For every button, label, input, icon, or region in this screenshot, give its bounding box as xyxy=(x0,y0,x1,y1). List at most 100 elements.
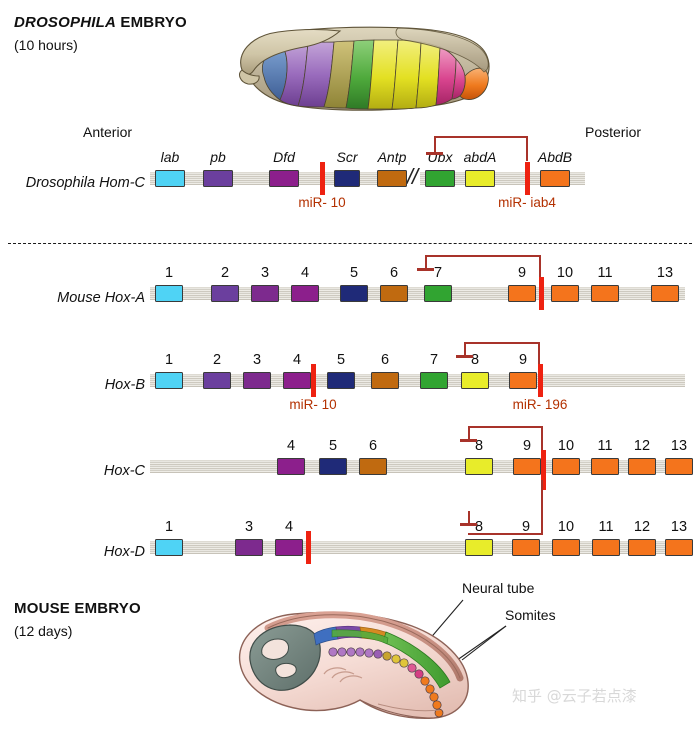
gene-box-hoxb4[interactable] xyxy=(283,372,311,389)
gene-box-hoxc11[interactable] xyxy=(591,458,619,475)
gene-box-hoxd9[interactable] xyxy=(512,539,540,556)
gene-label-hoxb7: 7 xyxy=(429,352,439,368)
gene-box-hoxc10[interactable] xyxy=(552,458,580,475)
gene-label-hoxb3: 3 xyxy=(252,352,262,368)
gene-box-hoxb8[interactable] xyxy=(461,372,489,389)
mirna-bar-hox-d xyxy=(306,531,311,564)
gene-box-hoxa11[interactable] xyxy=(591,285,619,302)
gene-box-hoxc9[interactable] xyxy=(513,458,541,475)
posterior-label: Posterior xyxy=(585,124,642,140)
gene-label-hoxa9: 9 xyxy=(517,265,527,281)
gene-label-hoxa4: 4 xyxy=(300,265,310,281)
gene-label-hoxc12: 12 xyxy=(633,438,651,454)
mirna-bar-hox-a xyxy=(539,277,544,310)
gene-label-abdb: AbdB xyxy=(537,149,573,165)
gene-box-hoxd11[interactable] xyxy=(592,539,620,556)
callout-label-neural-tube: Neural tube xyxy=(462,580,535,596)
mirna-bar-mir-iab4 xyxy=(525,162,530,195)
gene-box-hoxa3[interactable] xyxy=(251,285,279,302)
gene-label-hoxa3: 3 xyxy=(260,265,270,281)
cluster-label-mouse-hox-a: Mouse Hox-A xyxy=(57,290,145,306)
gene-box-lab[interactable] xyxy=(155,170,185,187)
gene-label-hoxa10: 10 xyxy=(556,265,574,281)
cluster-row-hox-b: Hox-B 1 2 3 4 5 6 7 8 9 miR- 10 miR- 196 xyxy=(0,342,700,412)
gene-box-hoxa2[interactable] xyxy=(211,285,239,302)
gene-box-hoxa4[interactable] xyxy=(291,285,319,302)
gene-label-lab: lab xyxy=(160,149,180,165)
gene-label-hoxd11: 11 xyxy=(598,519,614,535)
gene-label-hoxb9: 9 xyxy=(518,352,528,368)
cluster-label-hox-c: Hox-C xyxy=(103,463,145,479)
cluster-row-mouse-hox-a: Mouse Hox-A 1 2 3 4 5 6 7 9 10 11 13 xyxy=(0,255,700,325)
gene-label-dfd: Dfd xyxy=(273,149,295,165)
gene-box-hoxd4[interactable] xyxy=(275,539,303,556)
gene-box-hoxc12[interactable] xyxy=(628,458,656,475)
gene-box-hoxc13[interactable] xyxy=(665,458,693,475)
gene-label-hoxd8: 8 xyxy=(474,519,484,535)
gene-box-hoxb5[interactable] xyxy=(327,372,355,389)
gene-box-hoxd10[interactable] xyxy=(552,539,580,556)
gene-box-hoxb7[interactable] xyxy=(420,372,448,389)
gene-box-hoxb6[interactable] xyxy=(371,372,399,389)
gene-box-ubx[interactable] xyxy=(425,170,455,187)
gene-box-hoxb1[interactable] xyxy=(155,372,183,389)
cluster-row-hox-c: Hox-C 4 5 6 8 9 10 11 12 13 xyxy=(0,426,700,498)
gene-label-hoxc4: 4 xyxy=(286,438,296,454)
drosophila-title-rest: EMBRYO xyxy=(116,14,187,31)
gene-label-hoxb1: 1 xyxy=(164,352,174,368)
gene-box-hoxd8[interactable] xyxy=(465,539,493,556)
anterior-label: Anterior xyxy=(83,124,133,140)
drosophila-embryo-illustration xyxy=(228,14,498,114)
gene-box-hoxd3[interactable] xyxy=(235,539,263,556)
gene-box-abda[interactable] xyxy=(465,170,495,187)
gene-label-hoxd9: 9 xyxy=(521,519,531,535)
cluster-row-drosophila-hom-c: Drosophila Hom-C // lab pb Dfd Scr Antp … xyxy=(0,136,700,210)
cluster-label-hox-b: Hox-B xyxy=(104,377,145,393)
cross-cluster-connector xyxy=(541,480,543,535)
gene-box-hoxd13[interactable] xyxy=(665,539,693,556)
gene-box-hoxa9[interactable] xyxy=(508,285,536,302)
gene-box-hoxb9[interactable] xyxy=(509,372,537,389)
section-divider xyxy=(8,243,692,244)
drosophila-section-title: DROSOPHILA EMBRYO xyxy=(14,14,187,31)
gene-box-hoxa5[interactable] xyxy=(340,285,368,302)
mirna-label-hox-b-mir-196: miR- 196 xyxy=(512,397,568,412)
gene-box-hoxc4[interactable] xyxy=(277,458,305,475)
gene-label-hoxa2: 2 xyxy=(220,265,230,281)
gene-box-hoxb3[interactable] xyxy=(243,372,271,389)
gene-box-scr[interactable] xyxy=(334,170,360,187)
gene-box-hoxc6[interactable] xyxy=(359,458,387,475)
gene-box-hoxd1[interactable] xyxy=(155,539,183,556)
gene-box-hoxb2[interactable] xyxy=(203,372,231,389)
gene-box-antp[interactable] xyxy=(377,170,407,187)
gene-label-hoxc6: 6 xyxy=(368,438,378,454)
mirna-bar-mir-10 xyxy=(320,162,325,195)
chromosome-break-marks: // xyxy=(406,164,418,189)
gene-label-hoxd3: 3 xyxy=(244,519,254,535)
gene-box-hoxa13[interactable] xyxy=(651,285,679,302)
gene-label-pb: pb xyxy=(210,149,226,165)
gene-label-hoxd1: 1 xyxy=(164,519,174,535)
gene-box-hoxa6[interactable] xyxy=(380,285,408,302)
gene-label-hoxa6: 6 xyxy=(389,265,399,281)
gene-label-hoxc11: 11 xyxy=(597,438,613,454)
mirna-label-mir-iab4: miR- iab4 xyxy=(498,195,556,210)
gene-box-pb[interactable] xyxy=(203,170,233,187)
cluster-row-hox-d: Hox-D 1 3 4 8 9 10 11 12 13 xyxy=(0,511,700,579)
gene-label-hoxd12: 12 xyxy=(633,519,651,535)
gene-label-hoxa13: 13 xyxy=(656,265,674,281)
gene-box-hoxd12[interactable] xyxy=(628,539,656,556)
gene-label-hoxc8: 8 xyxy=(474,438,484,454)
mirna-bar-hox-b-mir-196 xyxy=(538,364,543,397)
drosophila-title-italic: DROSOPHILA xyxy=(14,14,117,31)
gene-box-abdb[interactable] xyxy=(540,170,570,187)
gene-box-hoxc8[interactable] xyxy=(465,458,493,475)
gene-label-hoxb5: 5 xyxy=(336,352,346,368)
gene-label-scr: Scr xyxy=(336,149,358,165)
gene-box-hoxc5[interactable] xyxy=(319,458,347,475)
gene-box-hoxa1[interactable] xyxy=(155,285,183,302)
mouse-section-title: MOUSE EMBRYO xyxy=(14,600,141,617)
gene-box-hoxa10[interactable] xyxy=(551,285,579,302)
gene-box-hoxa7[interactable] xyxy=(424,285,452,302)
gene-box-dfd[interactable] xyxy=(269,170,299,187)
